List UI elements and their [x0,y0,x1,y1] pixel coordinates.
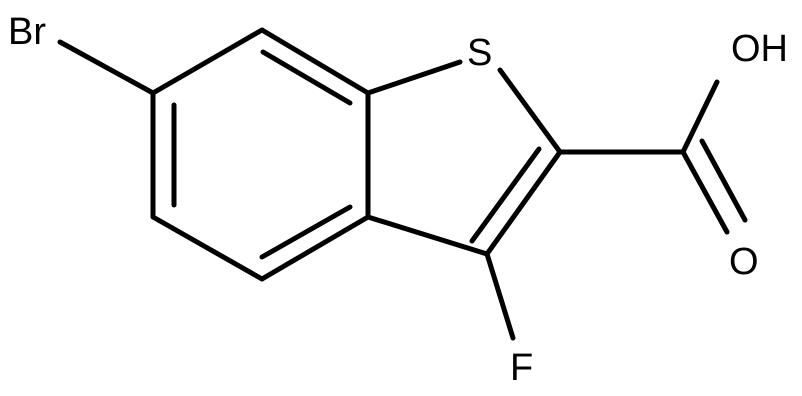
atom-label-s: S [467,32,492,74]
bond-c3a-c4-inner [259,204,353,260]
bond-c-o-double-inner [699,138,748,223]
bond-c4-c5 [150,214,265,282]
bond-c-oh [680,79,720,155]
atom-label-br: Br [8,11,46,53]
bond-c2-c3-inner [469,146,542,244]
bond-c7-c7a [259,27,371,96]
bond-c3-c3a [365,214,490,257]
bond-c6-c7 [150,27,265,96]
atom-label-oh: OH [731,28,788,70]
atom-label-o: O [729,241,759,283]
bond-c-o-double-outer [680,149,730,235]
bond-c3a-c4 [259,214,371,282]
bond-c7a-s [365,59,463,96]
bond-c2-c3 [484,149,563,257]
bond-br-c6 [57,39,156,96]
bond-c3-f [484,251,516,341]
atom-label-f: F [510,347,533,389]
bond-s-c2 [497,67,563,155]
bond-c7-c7a-inner [260,49,353,106]
